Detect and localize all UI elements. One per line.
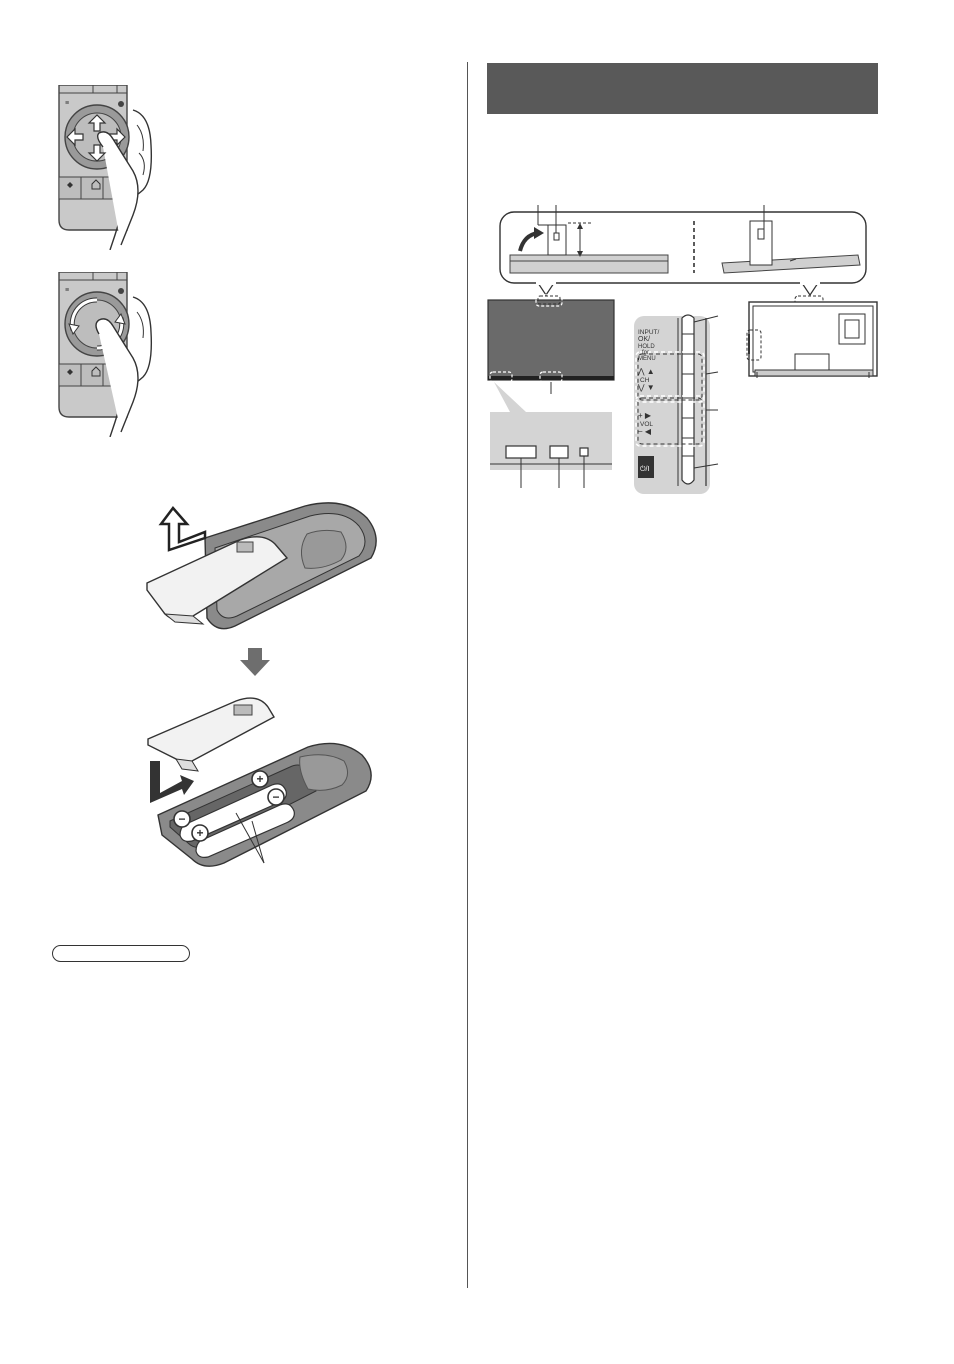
left-arrow-icon (66, 127, 84, 147)
svg-text:−: − (178, 812, 185, 826)
svg-text:− ◀: − ◀ (638, 427, 652, 436)
input-label-5: MENU (638, 356, 656, 362)
svg-text:+ ▶: + ▶ (638, 411, 652, 420)
column-divider (467, 62, 468, 1288)
battery-plus-top: + (251, 770, 269, 788)
vol-label: VOL (640, 421, 653, 428)
svg-text:⋁ ▼: ⋁ ▼ (637, 383, 655, 392)
tv-bottom-detail (490, 382, 612, 488)
input-label-1: INPUT/ (638, 329, 660, 336)
battery-cover-removal-illustration (146, 502, 377, 630)
sensor-detail-callout (499, 205, 867, 297)
svg-text:+: + (256, 772, 263, 786)
remote-rotate-illustration: ≡ (58, 272, 153, 437)
battery-insertion-illustration: + − − + (147, 697, 372, 867)
remote-arrow-pad-illustration: ≡ (58, 85, 153, 250)
down-arrow-icon (87, 144, 107, 162)
down-arrow-icon (240, 648, 270, 676)
svg-text:−: − (272, 790, 279, 804)
ch-label: CH (640, 377, 650, 384)
input-label-2: OK/ (638, 336, 650, 343)
note-label (52, 945, 190, 962)
svg-text:⋀ ▲: ⋀ ▲ (637, 367, 655, 376)
power-label: ⏻/I (640, 465, 649, 473)
battery-plus-bottom: + (191, 824, 209, 842)
lift-arrow-icon (158, 506, 207, 552)
home-icon (91, 179, 101, 190)
tv-side-buttons: INPUT/ OK/ HOLD for MENU ⋀ ▲ CH ⋁ ▼ + ▶ … (635, 314, 719, 486)
svg-text:≡: ≡ (65, 287, 69, 294)
section-header-bar (487, 63, 878, 114)
svg-text:+: + (196, 826, 203, 840)
battery-minus-bottom: − (173, 810, 191, 828)
tv-front-illustration (487, 294, 615, 394)
input-label-3: HOLD (638, 344, 655, 350)
input-label-4: for (642, 350, 649, 356)
svg-text:≡: ≡ (65, 100, 69, 107)
up-arrow-icon (87, 114, 107, 132)
battery-minus-top: − (267, 788, 285, 806)
tv-rear-illustration (746, 295, 878, 378)
